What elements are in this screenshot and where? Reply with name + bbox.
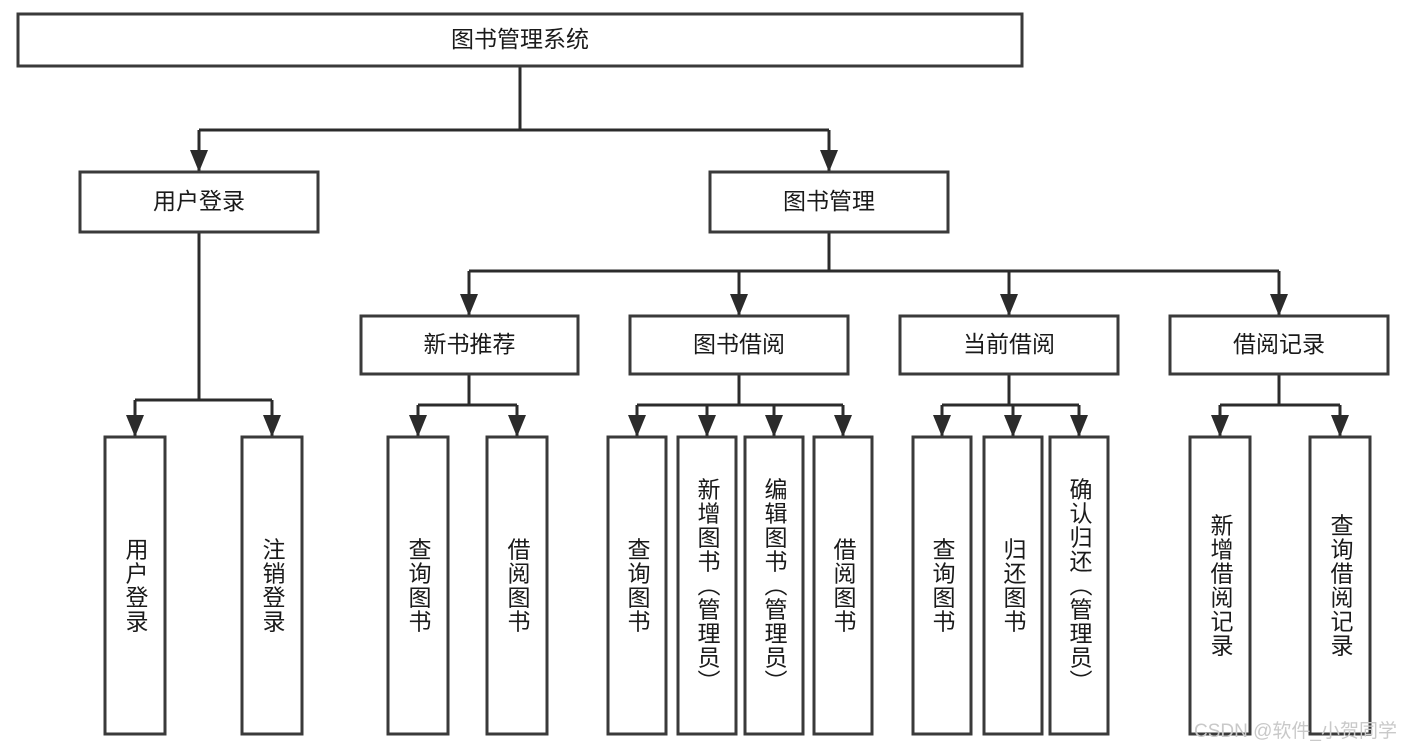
node-leaf-query-book-current[interactable]: 查询图书 [911,435,973,736]
connector-current-borrow-to-leaves [933,374,1088,437]
node-new-book-recommend-label: 新书推荐 [424,331,516,357]
node-leaf-borrow-book-borrow-label: 借阅图书 [830,538,857,634]
arrow-head-icon [126,415,144,437]
node-leaf-borrow-book-new-box [485,435,549,736]
arrow-head-icon [820,150,838,172]
node-leaf-borrow-book-new-label: 借阅图书 [504,538,531,634]
node-leaf-borrow-book-borrow[interactable]: 借阅图书 [812,435,874,736]
node-user-login-box [78,170,320,234]
node-leaf-add-book-admin-label: 新增图书（管理员） [694,478,721,694]
node-root-root-box [16,12,1024,68]
node-leaf-query-borrow-record-box [1308,435,1372,736]
arrow-head-icon [730,294,748,316]
node-current-borrow-label: 当前借阅 [963,331,1055,357]
node-leaf-user-login-box [103,435,167,736]
arrow-head-icon [834,415,852,437]
node-leaf-query-book-borrow-box [606,435,668,736]
node-leaf-edit-book-admin-box [743,435,805,736]
node-leaf-query-book-new-label: 查询图书 [405,538,432,634]
node-leaf-add-book-admin[interactable]: 新增图书（管理员） [676,435,738,736]
node-leaf-borrow-book-borrow-box [812,435,874,736]
connector-book-manage-to-level3 [460,232,1288,316]
arrow-head-icon [190,150,208,172]
node-leaf-query-borrow-record[interactable]: 查询借阅记录 [1308,435,1372,736]
connector-layer [126,66,1349,437]
node-leaf-confirm-return-admin-label: 确认归还（管理员） [1066,478,1093,694]
node-leaf-edit-book-admin-label: 编辑图书（管理员） [761,478,788,694]
node-new-book-recommend-box [359,314,580,376]
node-current-borrow-box [898,314,1120,376]
node-leaf-user-login-label: 用户登录 [122,538,149,634]
arrow-head-icon [765,415,783,437]
node-book-borrow-label: 图书借阅 [693,331,785,357]
node-leaf-edit-book-admin[interactable]: 编辑图书（管理员） [743,435,805,736]
arrow-head-icon [1211,415,1229,437]
node-leaf-query-book-new-box [386,435,450,736]
node-leaf-query-book-borrow-label: 查询图书 [624,538,651,634]
node-root-root[interactable]: 图书管理系统 [16,12,1024,68]
arrow-head-icon [1331,415,1349,437]
node-leaf-query-book-borrow[interactable]: 查询图书 [606,435,668,736]
node-borrow-record-box [1168,314,1390,376]
node-root-root-label: 图书管理系统 [451,26,589,52]
node-leaf-user-logout-label: 注销登录 [259,538,286,634]
connector-borrow-record-to-leaves [1211,374,1349,437]
node-leaf-query-book-new[interactable]: 查询图书 [386,435,450,736]
node-book-manage-box [708,170,950,234]
node-user-login-label: 用户登录 [153,188,245,214]
node-leaf-confirm-return-admin-box [1048,435,1110,736]
arrow-head-icon [1004,415,1022,437]
connector-new-book-to-leaves [409,374,526,437]
node-leaf-add-borrow-record-label: 新增借阅记录 [1207,514,1234,658]
node-user-login[interactable]: 用户登录 [78,170,320,234]
node-leaf-return-book-label: 归还图书 [1000,538,1027,634]
connector-user-login-to-leaves [126,232,281,437]
arrow-head-icon [1000,294,1018,316]
node-leaf-return-book-box [982,435,1044,736]
arrow-head-icon [409,415,427,437]
node-book-borrow[interactable]: 图书借阅 [628,314,850,376]
arrow-head-icon [1070,415,1088,437]
node-leaf-add-borrow-record[interactable]: 新增借阅记录 [1188,435,1252,736]
node-book-manage[interactable]: 图书管理 [708,170,950,234]
node-leaf-query-book-current-label: 查询图书 [929,538,956,634]
node-leaf-return-book[interactable]: 归还图书 [982,435,1044,736]
node-leaf-borrow-book-new[interactable]: 借阅图书 [485,435,549,736]
node-leaf-query-book-current-box [911,435,973,736]
node-borrow-record[interactable]: 借阅记录 [1168,314,1390,376]
node-leaf-add-book-admin-box [676,435,738,736]
node-book-manage-label: 图书管理 [783,188,875,214]
arrow-head-icon [698,415,716,437]
node-book-borrow-box [628,314,850,376]
connector-book-borrow-to-leaves [628,374,852,437]
node-current-borrow[interactable]: 当前借阅 [898,314,1120,376]
node-leaf-user-login[interactable]: 用户登录 [103,435,167,736]
arrow-head-icon [263,415,281,437]
node-leaf-user-logout-box [240,435,304,736]
node-borrow-record-label: 借阅记录 [1233,331,1325,357]
arrow-head-icon [460,294,478,316]
node-leaf-user-logout[interactable]: 注销登录 [240,435,304,736]
arrow-head-icon [1270,294,1288,316]
arrow-head-icon [933,415,951,437]
connector-root-to-level2 [190,66,838,172]
node-leaf-add-borrow-record-box [1188,435,1252,736]
arrow-head-icon [628,415,646,437]
node-leaf-query-borrow-record-label: 查询借阅记录 [1327,514,1354,658]
node-leaf-confirm-return-admin[interactable]: 确认归还（管理员） [1048,435,1110,736]
arrow-head-icon [508,415,526,437]
node-new-book-recommend[interactable]: 新书推荐 [359,314,580,376]
node-layer: 图书管理系统用户登录图书管理新书推荐图书借阅当前借阅借阅记录用户登录注销登录查询… [16,12,1390,736]
